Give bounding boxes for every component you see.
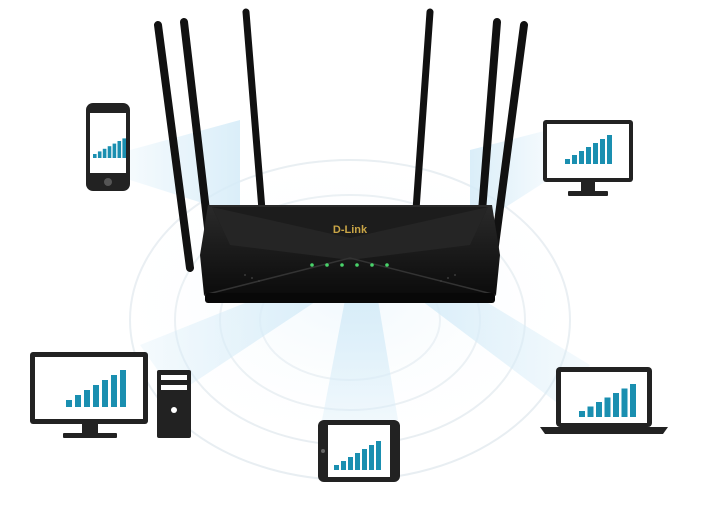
status-led-5 (370, 263, 374, 267)
antenna-3 (242, 8, 266, 214)
signal-bar (630, 384, 636, 417)
status-led-3 (340, 263, 344, 267)
beam-to-desktop-pc (140, 292, 330, 395)
beam-to-smartphone (130, 120, 240, 215)
device-laptop (540, 367, 668, 434)
desktop-pc-icon (157, 370, 191, 438)
router-brand-logo: D-Link (333, 224, 368, 236)
signal-bar (593, 143, 598, 164)
device-monitor (543, 120, 633, 196)
router-x-design (212, 207, 488, 260)
signal-bar (111, 375, 117, 407)
signal-bar (600, 139, 605, 164)
signal-bar (355, 453, 360, 470)
signal-bar (341, 461, 346, 470)
beam-to-tablet (322, 300, 398, 420)
signal-bar (107, 146, 112, 158)
device-desktop-pc (30, 352, 191, 438)
antenna-4 (412, 8, 434, 214)
signal-bar (376, 441, 381, 470)
signal-bar (102, 148, 107, 158)
signal-bar (348, 457, 353, 470)
router-status-leds (310, 263, 389, 267)
router-vent-dots (244, 274, 456, 282)
device-smartphone (86, 103, 130, 191)
signal-bar (587, 406, 594, 417)
signal-bar (369, 445, 374, 470)
signal-bar (579, 151, 584, 164)
signal-bar (621, 388, 628, 417)
status-led-1 (310, 263, 314, 267)
router: D-Link (200, 205, 500, 303)
antenna-1 (154, 21, 194, 272)
signal-bars (334, 441, 381, 470)
signal-bars (93, 138, 126, 158)
signal-bar (93, 154, 97, 158)
status-led-4 (355, 263, 359, 267)
signal-bar (112, 143, 117, 158)
signal-bar (117, 141, 122, 158)
device-tablet (318, 420, 400, 482)
signal-bar (97, 151, 102, 158)
signal-bar (102, 380, 108, 407)
status-led-6 (385, 263, 389, 267)
status-led-2 (325, 263, 329, 267)
signal-bar (579, 411, 585, 417)
signal-bar (572, 155, 577, 164)
signal-bar (596, 402, 602, 417)
signal-bar (122, 138, 126, 158)
signal-bar (613, 393, 619, 417)
router-base (205, 293, 495, 303)
signal-bar (66, 400, 72, 407)
signal-bars (579, 384, 636, 417)
signal-bar (75, 395, 81, 407)
signal-bar (586, 147, 591, 164)
signal-bars (565, 135, 612, 164)
signal-bar (84, 390, 90, 407)
signal-bar (362, 449, 367, 470)
signal-bar (120, 370, 126, 407)
signal-bar (93, 385, 99, 407)
signal-bar (334, 465, 339, 470)
signal-bar (565, 159, 570, 164)
signal-bar (607, 135, 612, 164)
signal-bar (604, 397, 611, 417)
antenna-6 (488, 21, 528, 272)
signal-bars (66, 370, 126, 407)
beam-to-laptop (410, 292, 590, 405)
